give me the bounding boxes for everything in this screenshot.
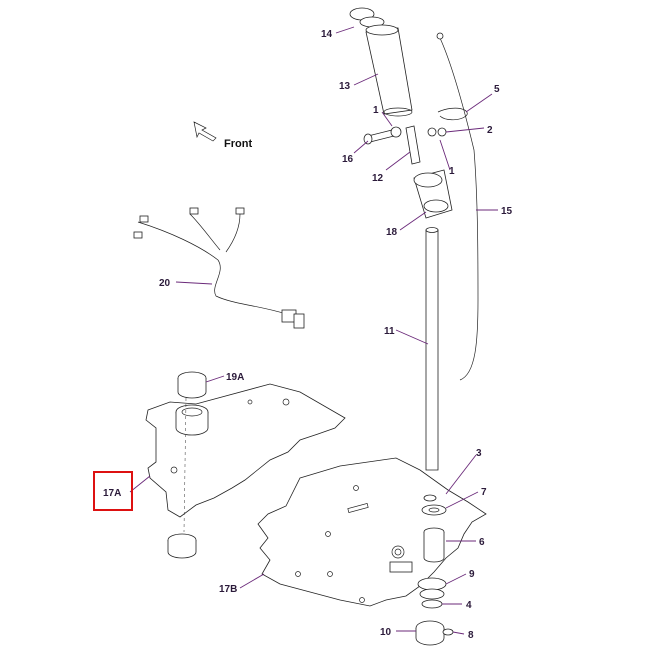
callout-2: 2 bbox=[487, 125, 493, 136]
bushing-19a bbox=[175, 371, 209, 436]
callout-9: 9 bbox=[469, 569, 475, 580]
callout-6: 6 bbox=[479, 537, 485, 548]
switch-17b bbox=[389, 561, 413, 573]
callout-5: 5 bbox=[494, 84, 500, 95]
wire-harness-20 bbox=[133, 207, 305, 329]
callout-18: 18 bbox=[386, 227, 398, 238]
callout-4: 4 bbox=[466, 600, 472, 611]
tube-13 bbox=[365, 24, 413, 117]
callout-13: 13 bbox=[339, 81, 351, 92]
cable-15 bbox=[436, 32, 479, 381]
callout-14: 14 bbox=[321, 29, 333, 40]
gear-10 bbox=[415, 620, 445, 646]
washer-1b bbox=[427, 127, 447, 137]
callout-8: 8 bbox=[468, 630, 474, 641]
nut-14 bbox=[349, 7, 385, 28]
bushing-17a-lower bbox=[167, 533, 197, 559]
callout-3: 3 bbox=[476, 448, 482, 459]
spacer-9 bbox=[417, 577, 447, 600]
clip-5 bbox=[437, 107, 468, 121]
base-plate-17b bbox=[257, 457, 487, 607]
callout-1-upper: 1 bbox=[373, 105, 379, 116]
callout-1-lower: 1 bbox=[449, 166, 455, 177]
callout-15: 15 bbox=[501, 206, 513, 217]
callout-11: 11 bbox=[384, 326, 395, 337]
front-arrow-icon bbox=[193, 121, 217, 142]
bearing-6 bbox=[423, 527, 445, 563]
callout-17a: 17A bbox=[103, 488, 121, 499]
washer-1a bbox=[390, 126, 402, 138]
shaft-12 bbox=[405, 125, 421, 165]
callout-17a-highlight bbox=[93, 471, 133, 511]
callout-12: 12 bbox=[372, 173, 384, 184]
callout-16: 16 bbox=[342, 154, 354, 165]
washer-7 bbox=[421, 494, 447, 516]
callout-20: 20 bbox=[159, 278, 171, 289]
front-label: Front bbox=[224, 138, 252, 150]
nut-8 bbox=[442, 628, 454, 636]
callout-10: 10 bbox=[380, 627, 392, 638]
bolt-16 bbox=[363, 129, 395, 145]
leader-lines bbox=[129, 26, 498, 635]
shaft-11 bbox=[425, 227, 439, 471]
callout-19a: 19A bbox=[226, 372, 244, 383]
washer-4 bbox=[421, 599, 443, 609]
callout-7: 7 bbox=[481, 487, 487, 498]
callout-17b: 17B bbox=[219, 584, 237, 595]
universal-joint-18 bbox=[413, 169, 453, 219]
